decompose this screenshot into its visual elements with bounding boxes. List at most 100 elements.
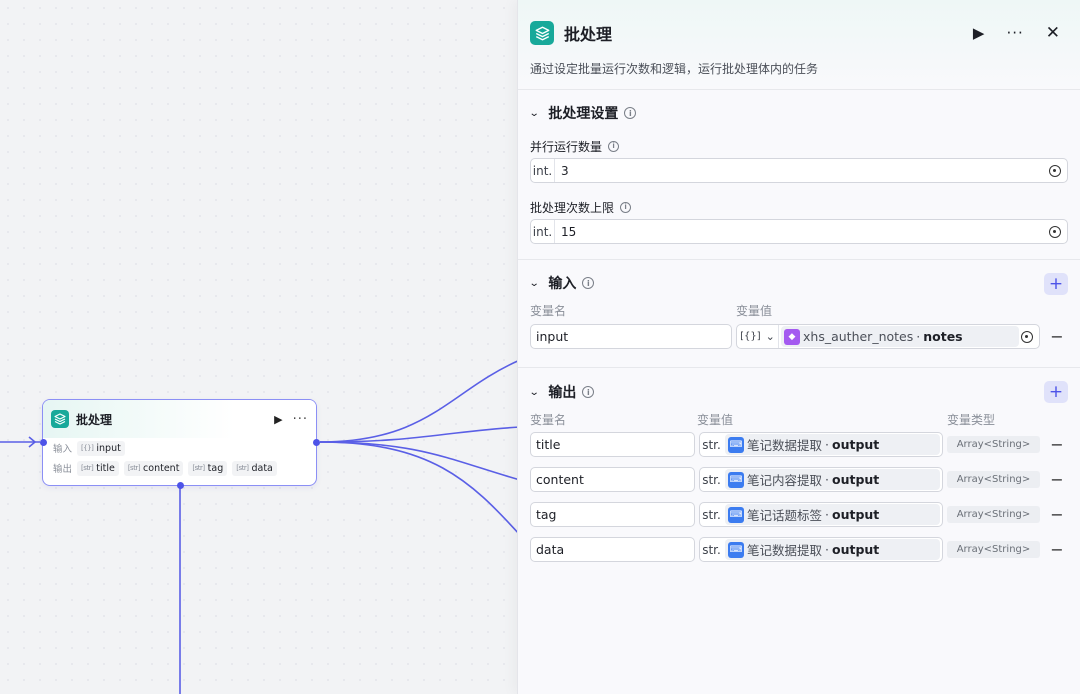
edge-arrow bbox=[28, 436, 37, 448]
input-value-field[interactable]: [{}]⌄ ◆ xhs_auther_notes · notes bbox=[736, 324, 1040, 349]
input-name-field[interactable]: input bbox=[530, 324, 732, 349]
variable-ref-pill[interactable]: ⌨笔记数据提取·output bbox=[725, 434, 940, 455]
input-col-name: 变量名 bbox=[530, 304, 567, 318]
node-output-chip: [str]tag bbox=[188, 460, 228, 476]
parallel-label: 并行运行数量 bbox=[530, 139, 603, 154]
remove-input-button[interactable]: − bbox=[1050, 327, 1064, 346]
output-row: title str. ⌨笔记数据提取·output Array<String> … bbox=[530, 432, 1068, 457]
type-select[interactable]: [{}]⌄ bbox=[737, 325, 779, 348]
node-bottom-port[interactable] bbox=[177, 482, 184, 489]
variable-ref-pill[interactable]: ⌨笔记数据提取·output bbox=[725, 539, 940, 560]
panel-description: 通过设定批量运行次数和逻辑，运行批处理体内的任务 bbox=[530, 62, 819, 76]
batch-settings-section: ⌄ 批处理设置 i 并行运行数量 i int. 3 批处理次数上限 i int. 1… bbox=[518, 90, 1080, 260]
output-name-field[interactable]: content bbox=[530, 467, 695, 492]
input-section: ⌄ 输入 i + 变量名 变量值 input [{}]⌄ ◆ xhs_authe… bbox=[518, 260, 1080, 368]
extract-node-icon: ⌨ bbox=[728, 471, 744, 488]
output-name-field[interactable]: title bbox=[530, 432, 695, 457]
close-icon[interactable]: ✕ bbox=[1045, 23, 1060, 43]
edge-out-4 bbox=[319, 441, 521, 536]
panel-title[interactable]: 批处理 bbox=[564, 25, 613, 44]
batch-node[interactable]: 批处理 ▶ ··· 输入 [{}]input 输出 [str]title [st… bbox=[42, 399, 317, 486]
output-type-badge: Array<String> bbox=[947, 506, 1040, 523]
output-name-field[interactable]: data bbox=[530, 537, 695, 562]
edge-out-3 bbox=[319, 441, 521, 481]
more-icon[interactable]: ··· bbox=[1006, 24, 1024, 42]
node-input-row: 输入 [{}]input bbox=[43, 438, 316, 458]
variable-ref-pill[interactable]: ◆ xhs_auther_notes · notes bbox=[781, 326, 1019, 347]
node-more-icon[interactable]: ··· bbox=[292, 411, 308, 427]
info-icon[interactable]: i bbox=[582, 277, 595, 289]
node-settings-panel: 批处理 ▶ ··· ✕ 通过设定批量运行次数和逻辑，运行批处理体内的任务 ⌄ 批… bbox=[517, 0, 1080, 694]
extract-node-icon: ⌨ bbox=[728, 506, 744, 523]
output-value-field[interactable]: str. ⌨笔记内容提取·output bbox=[699, 467, 943, 492]
output-col-name: 变量名 bbox=[530, 413, 567, 427]
extract-node-icon: ⌨ bbox=[728, 436, 744, 453]
edge-out-2 bbox=[319, 426, 521, 443]
input-col-value: 变量值 bbox=[736, 304, 773, 318]
str-type-label: str. bbox=[702, 542, 721, 557]
array-object-icon: [{}] bbox=[81, 444, 94, 452]
panel-header: 批处理 ▶ ··· ✕ 通过设定批量运行次数和逻辑，运行批处理体内的任务 bbox=[518, 0, 1080, 90]
plugin-icon: ◆ bbox=[784, 328, 800, 345]
node-input-port[interactable] bbox=[40, 439, 47, 446]
str-type-label: str. bbox=[702, 437, 721, 452]
output-value-field[interactable]: str. ⌨笔记数据提取·output bbox=[699, 537, 943, 562]
output-rows: title str. ⌨笔记数据提取·output Array<String> … bbox=[530, 432, 1068, 562]
run-icon[interactable]: ▶ bbox=[972, 24, 985, 42]
output-name-field[interactable]: tag bbox=[530, 502, 695, 527]
add-input-button[interactable]: + bbox=[1044, 273, 1068, 295]
edge-out-1 bbox=[319, 359, 521, 443]
int-type-label: int. bbox=[531, 159, 555, 182]
remove-output-button[interactable]: − bbox=[1050, 540, 1064, 559]
str-type-label: str. bbox=[702, 507, 721, 522]
node-output-chip: [str]content bbox=[123, 460, 184, 476]
batch-node-title: 批处理 bbox=[76, 412, 113, 427]
collapse-chevron-icon[interactable]: ⌄ bbox=[528, 386, 540, 398]
max-times-input[interactable]: int. 15 bbox=[530, 219, 1068, 244]
node-run-icon[interactable]: ▶ bbox=[274, 412, 283, 426]
info-icon[interactable]: i bbox=[582, 386, 595, 398]
info-icon[interactable]: i bbox=[624, 107, 637, 119]
remove-output-button[interactable]: − bbox=[1050, 435, 1064, 454]
output-type-badge: Array<String> bbox=[947, 436, 1040, 453]
add-output-button[interactable]: + bbox=[1044, 381, 1068, 403]
array-string-icon: [str] bbox=[127, 464, 141, 472]
node-output-port[interactable] bbox=[313, 439, 320, 446]
batch-icon bbox=[51, 410, 69, 428]
max-times-value[interactable]: 15 bbox=[561, 224, 577, 239]
variable-ref-icon[interactable] bbox=[1049, 225, 1061, 238]
batch-icon bbox=[530, 21, 554, 45]
info-icon[interactable]: i bbox=[620, 201, 632, 213]
settings-section-title: 批处理设置 bbox=[548, 106, 619, 122]
variable-ref-pill[interactable]: ⌨笔记内容提取·output bbox=[725, 469, 940, 490]
output-row: content str. ⌨笔记内容提取·output Array<String… bbox=[530, 467, 1068, 492]
info-icon[interactable]: i bbox=[608, 140, 620, 152]
collapse-chevron-icon[interactable]: ⌄ bbox=[528, 277, 540, 289]
parallel-count-input[interactable]: int. 3 bbox=[530, 158, 1068, 183]
output-value-field[interactable]: str. ⌨笔记话题标签·output bbox=[699, 502, 943, 527]
chevron-down-icon: ⌄ bbox=[765, 330, 775, 343]
batch-node-header: 批处理 ▶ ··· bbox=[43, 400, 316, 438]
array-string-icon: [str] bbox=[192, 464, 205, 472]
input-row: input [{}]⌄ ◆ xhs_auther_notes · notes − bbox=[530, 324, 1068, 349]
variable-ref-icon[interactable] bbox=[1049, 164, 1061, 177]
variable-ref-icon[interactable] bbox=[1021, 330, 1033, 343]
int-type-label: int. bbox=[531, 220, 555, 243]
output-type-badge: Array<String> bbox=[947, 471, 1040, 488]
parallel-count-value[interactable]: 3 bbox=[561, 163, 569, 178]
output-type-badge: Array<String> bbox=[947, 541, 1040, 558]
array-string-icon: [str] bbox=[236, 464, 249, 472]
output-value-field[interactable]: str. ⌨笔记数据提取·output bbox=[699, 432, 943, 457]
remove-output-button[interactable]: − bbox=[1050, 470, 1064, 489]
variable-ref-pill[interactable]: ⌨笔记话题标签·output bbox=[725, 504, 940, 525]
node-input-chip: [{}]input bbox=[77, 440, 125, 456]
node-output-chip: [str]data bbox=[232, 460, 277, 476]
output-col-type: 变量类型 bbox=[947, 413, 996, 427]
array-string-icon: [str] bbox=[81, 464, 94, 472]
max-times-label: 批处理次数上限 bbox=[530, 200, 615, 215]
node-input-label: 输入 bbox=[53, 444, 73, 455]
collapse-chevron-icon[interactable]: ⌄ bbox=[528, 107, 540, 119]
remove-output-button[interactable]: − bbox=[1050, 505, 1064, 524]
node-output-label: 输出 bbox=[53, 464, 73, 475]
